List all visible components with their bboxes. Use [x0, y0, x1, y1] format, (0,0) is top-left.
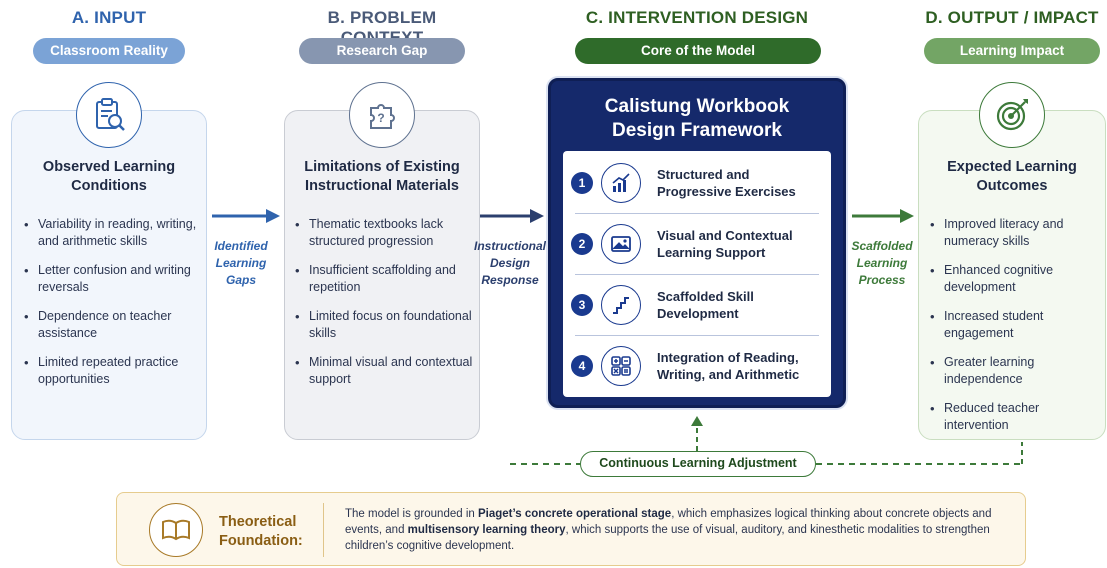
bar-chart-icon: [601, 163, 641, 203]
problem-bullet-list: Thematic textbooks lack structured progr…: [295, 216, 475, 400]
column-a-pill: Classroom Reality: [33, 38, 185, 64]
list-item: Improved literacy and numeracy skills: [930, 216, 1102, 250]
list-item: Greater learning independence: [930, 354, 1102, 388]
feedback-loop-label: Continuous Learning Adjustment: [580, 451, 816, 477]
problem-card-title: Limitations of Existing Instructional Ma…: [304, 159, 460, 194]
step-label: Integration of Reading,Writing, and Arit…: [657, 350, 800, 382]
list-item: Insufficient scaffolding and repetition: [295, 262, 475, 296]
input-card-title: Observed Learning Conditions: [42, 159, 176, 194]
theoretical-foundation-panel: Theoretical Foundation: The model is gro…: [116, 492, 1026, 566]
list-item: Limited repeated practice opportunities: [24, 354, 202, 388]
list-item: Thematic textbooks lack structured progr…: [295, 216, 475, 250]
step-number-badge: 2: [571, 233, 593, 255]
input-bullet-list: Variability in reading, writing, and ari…: [24, 216, 202, 400]
arrow-b-to-c: [480, 209, 544, 223]
framework-box: Calistung Workbook Design Framework 1 St…: [548, 78, 846, 408]
clipboard-search-icon: [76, 82, 142, 148]
list-item: Enhanced cognitive development: [930, 262, 1102, 296]
foundation-text: The model is grounded in Piaget’s concre…: [345, 508, 992, 552]
output-card-title: Expected Learning Outcomes: [947, 159, 1077, 194]
foundation-title: Theoretical Foundation:: [219, 514, 303, 549]
step-divider: [575, 274, 819, 275]
step-number-badge: 3: [571, 294, 593, 316]
foundation-divider: [323, 503, 324, 557]
image-icon: [601, 224, 641, 264]
column-d-pill: Learning Impact: [924, 38, 1100, 64]
svg-text:?: ?: [377, 111, 384, 125]
column-d-title: D. OUTPUT / IMPACT: [925, 8, 1099, 27]
puzzle-question-icon: ?: [349, 82, 415, 148]
framework-title: Calistung Workbook Design Framework: [604, 96, 790, 141]
list-item: Dependence on teacher assistance: [24, 308, 202, 342]
column-b-pill: Research Gap: [299, 38, 465, 64]
step-divider: [575, 213, 819, 214]
arrow-c-to-d: [852, 209, 914, 223]
column-c-title: C. INTERVENTION DESIGN: [585, 8, 809, 27]
book-icon: [149, 503, 203, 557]
list-item: Reduced teacher intervention: [930, 400, 1102, 434]
stairs-icon: [601, 285, 641, 325]
column-c-pill: Core of the Model: [575, 38, 821, 64]
list-item: Minimal visual and contextual support: [295, 354, 475, 388]
step-number-badge: 4: [571, 355, 593, 377]
step-divider: [575, 335, 819, 336]
list-item: Limited focus on foundational skills: [295, 308, 475, 342]
target-icon: [979, 82, 1045, 148]
step-number-badge: 1: [571, 172, 593, 194]
arrow-a-to-b: [212, 209, 280, 223]
list-item: Letter confusion and writing reversals: [24, 262, 202, 296]
calculator-icon: [601, 346, 641, 386]
framework-step-4: 4 Integration of Reading,Writing: [563, 336, 831, 396]
column-a-title: A. INPUT: [71, 8, 147, 27]
list-item: Increased student engagement: [930, 308, 1102, 342]
output-bullet-list: Improved literacy and numeracy skills En…: [930, 216, 1102, 446]
list-item: Variability in reading, writing, and ari…: [24, 216, 202, 250]
